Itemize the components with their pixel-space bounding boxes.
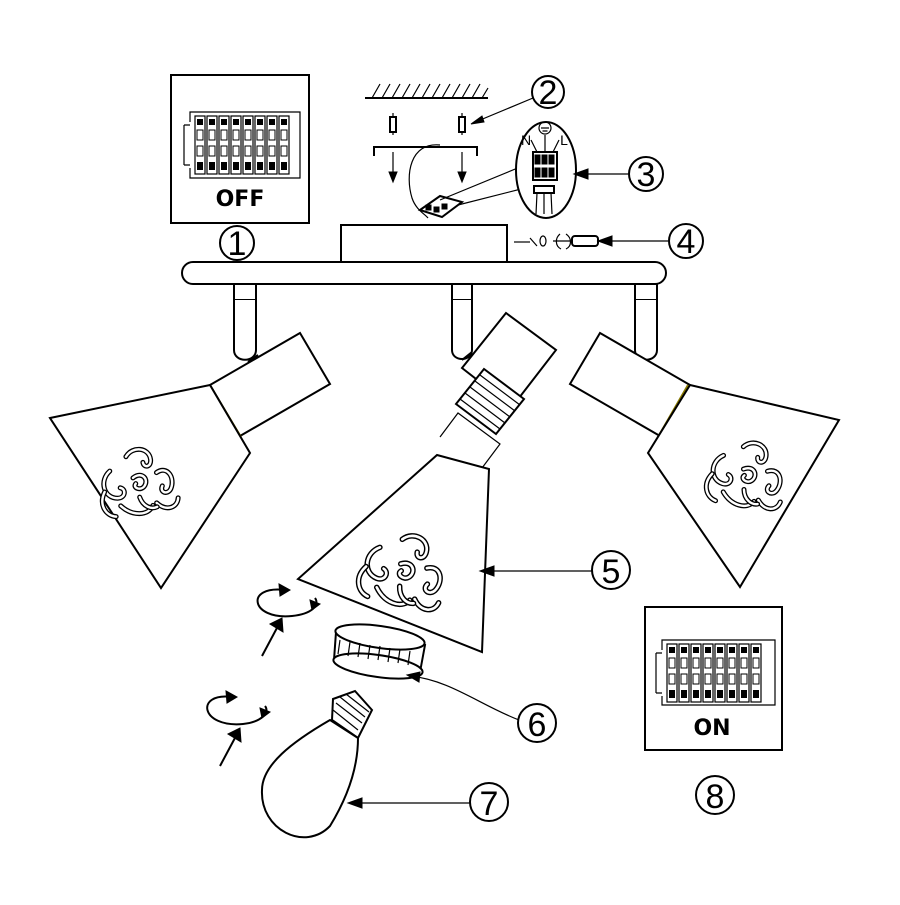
neutral-label: N bbox=[521, 132, 531, 148]
light-bulb bbox=[260, 689, 374, 839]
step-5-marker: 5 bbox=[478, 550, 631, 591]
ceiling-mounting bbox=[365, 83, 489, 219]
step-7-marker: 7 bbox=[346, 782, 509, 823]
side-screw-icon bbox=[514, 233, 599, 250]
step-3-marker: 3 bbox=[572, 156, 664, 194]
step-6-number: 6 bbox=[528, 706, 547, 744]
swirl-cutout-inner bbox=[423, 566, 442, 594]
cutout-pattern-center bbox=[355, 533, 443, 613]
swirl-cutout-inner bbox=[742, 488, 759, 506]
swirl-cutout-inner bbox=[741, 466, 757, 483]
ceiling-hatch bbox=[371, 83, 489, 99]
breaker-switch-icon bbox=[242, 115, 254, 175]
swivel-arm-right bbox=[634, 283, 658, 361]
step-3-number: 3 bbox=[637, 156, 656, 194]
swirl-cutout-inner bbox=[102, 469, 126, 500]
swirl-cutout-inner bbox=[357, 565, 369, 598]
swirl-cutout-inner bbox=[757, 498, 782, 511]
spotlight-left bbox=[48, 331, 332, 590]
breaker-switch-icon bbox=[738, 643, 750, 703]
swirl-cutout-inner bbox=[124, 448, 152, 468]
breaker-panel-on: ON bbox=[644, 606, 783, 751]
step-5-number: 5 bbox=[602, 553, 621, 591]
swirl-cutout-inner bbox=[400, 534, 428, 560]
swirl-cutout-inner bbox=[766, 469, 782, 495]
breaker-switch-icon bbox=[218, 115, 230, 175]
live-label: L bbox=[560, 132, 568, 148]
bracket-screw-icon bbox=[388, 152, 467, 184]
swirl-cutout-inner bbox=[101, 490, 118, 518]
earth-wire bbox=[408, 144, 441, 219]
cutout-pattern-left bbox=[99, 446, 181, 520]
step-1-number: 1 bbox=[228, 225, 247, 263]
step-8-marker: 8 bbox=[695, 775, 735, 816]
lock-ring bbox=[332, 623, 427, 680]
swirl-cutout-inner bbox=[711, 454, 733, 486]
swirl-cutout-inner bbox=[155, 496, 180, 510]
breaker-switch-icon bbox=[714, 643, 726, 703]
wiring-zoom-detail: N L bbox=[515, 121, 577, 219]
breaker-switch-icon bbox=[230, 115, 242, 175]
breaker-switch-icon bbox=[726, 643, 738, 703]
breaker-switch-icon bbox=[702, 643, 714, 703]
step-4-number: 4 bbox=[677, 223, 696, 261]
rotate-arrow-icon-bulb bbox=[206, 690, 272, 767]
breaker-switch-icon bbox=[690, 643, 702, 703]
ground-symbol-icon bbox=[538, 121, 552, 135]
breaker-switch-icon bbox=[194, 115, 206, 175]
step-7-number: 7 bbox=[480, 785, 499, 823]
swirl-cutout-inner bbox=[155, 469, 174, 494]
breaker-switch-icon bbox=[666, 643, 678, 703]
canopy-box bbox=[340, 224, 508, 267]
off-label: OFF bbox=[216, 187, 265, 212]
step-1-marker: 1 bbox=[219, 225, 255, 263]
terminal-block bbox=[417, 164, 526, 219]
step-2-number: 2 bbox=[539, 74, 558, 112]
breaker-switch-icon bbox=[254, 115, 266, 175]
swirl-cutout-inner bbox=[138, 495, 159, 510]
step-2-marker: 2 bbox=[470, 74, 565, 125]
center-shade bbox=[296, 453, 491, 654]
swivel-arm-left bbox=[233, 283, 257, 361]
breaker-switch-icon bbox=[750, 643, 762, 703]
swirl-cutout-inner bbox=[742, 441, 768, 464]
rotate-arrow-icon bbox=[256, 583, 322, 657]
step-8-number: 8 bbox=[706, 778, 725, 816]
step-6-marker: 6 bbox=[405, 671, 557, 744]
swirl-cutout-inner bbox=[398, 561, 415, 580]
breaker-switch-icon bbox=[278, 115, 290, 175]
cutout-pattern-right bbox=[703, 440, 783, 512]
swirl-cutout-inner bbox=[398, 584, 415, 605]
on-label: ON bbox=[693, 716, 730, 741]
breaker-panel-off: OFF bbox=[170, 74, 310, 224]
swirl-cutout-inner bbox=[413, 597, 440, 611]
ceiling-screw-icon bbox=[389, 113, 466, 135]
spotlight-right bbox=[568, 331, 841, 589]
swirl-cutout-inner bbox=[705, 472, 717, 502]
step-4-marker: 4 bbox=[596, 223, 704, 261]
swirl-cutout-inner bbox=[365, 546, 388, 581]
breaker-switch-icon bbox=[678, 643, 690, 703]
breaker-switch-icon bbox=[206, 115, 218, 175]
track-bar bbox=[181, 261, 667, 285]
breaker-box-icon-on bbox=[655, 639, 776, 706]
breaker-box-icon bbox=[183, 111, 301, 179]
swirl-cutout-inner bbox=[131, 474, 148, 490]
breaker-switch-icon bbox=[266, 115, 278, 175]
spotlight-center-holder bbox=[439, 311, 558, 469]
swivel-arm-center bbox=[451, 283, 473, 360]
